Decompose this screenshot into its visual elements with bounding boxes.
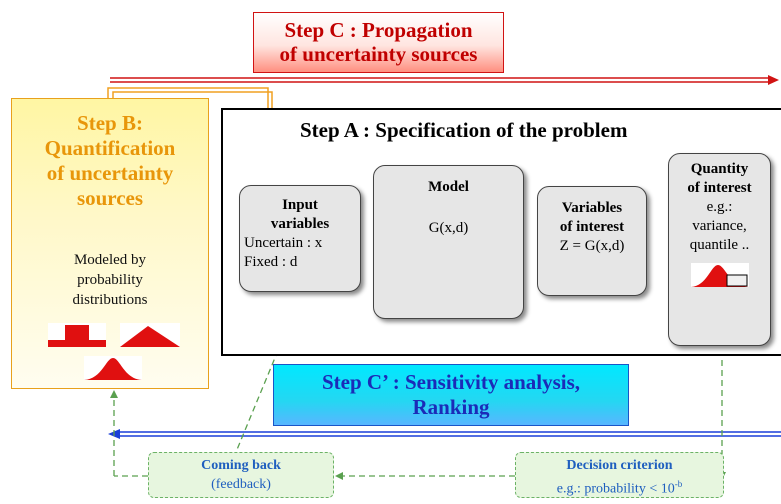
- sensitivity-arrow: [108, 429, 781, 439]
- step-c-prime-line2: Ranking: [412, 395, 490, 419]
- step-c-line2: of uncertainty sources: [279, 42, 478, 66]
- model-formula: G(x,d): [428, 220, 469, 236]
- decision-subtitle-text: e.g.: probability < 10: [556, 481, 675, 497]
- input-variables-card: Input variables Uncertain : x Fixed : d: [239, 185, 361, 292]
- voi-formula: Z = G(x,d): [559, 238, 625, 254]
- coming-back-title: Coming back: [201, 458, 281, 473]
- normal-distribution-icon: [84, 356, 142, 380]
- input-variables-title: Input: [282, 197, 318, 213]
- voi-title: of interest: [559, 219, 625, 235]
- step-b-description: Modeled by probability distributions: [12, 250, 208, 310]
- step-b-title: Step B: Quantification of uncertainty so…: [12, 111, 208, 211]
- tail-distribution-icon: [690, 263, 749, 287]
- step-c-banner: Step C : Propagation of uncertainty sour…: [253, 12, 504, 73]
- step-b-title-line: Step B:: [77, 111, 143, 135]
- model-title: Model: [428, 179, 469, 195]
- step-c-prime-line1: Step C’ : Sensitivity analysis,: [321, 370, 581, 394]
- variables-of-interest-card: Variables of interest Z = G(x,d): [537, 186, 647, 296]
- step-b-title-line: Quantification: [44, 136, 176, 160]
- step-b-desc-line: Modeled by: [73, 252, 147, 268]
- input-variables-title: variables: [270, 216, 330, 232]
- uniform-distribution-icon: [48, 323, 106, 347]
- qoi-title: Quantity: [690, 161, 749, 177]
- step-b-title-line: of uncertainty: [46, 161, 174, 185]
- decision-subtitle: e.g.: probability < 10-b: [516, 475, 723, 499]
- fixed-label: Fixed : d: [244, 254, 298, 270]
- step-b-panel: Step B: Quantification of uncertainty so…: [11, 98, 209, 389]
- step-b-title-line: sources: [76, 186, 144, 210]
- step-b-desc-line: probability: [77, 272, 143, 288]
- step-c-prime-banner: Step C’ : Sensitivity analysis, Ranking: [273, 364, 629, 426]
- qoi-example: e.g.:: [706, 199, 733, 215]
- coming-back-subtitle: (feedback): [211, 477, 271, 492]
- decision-exponent: -b: [674, 479, 683, 489]
- step-b-desc-line: distributions: [72, 292, 148, 308]
- uncertain-label: Uncertain : x: [244, 235, 323, 251]
- decision-criterion-box: Decision criterion e.g.: probability < 1…: [515, 452, 724, 498]
- qoi-example: quantile ..: [689, 237, 750, 253]
- voi-title: Variables: [561, 200, 623, 216]
- model-card: Model G(x,d): [373, 165, 524, 319]
- qoi-title: of interest: [687, 180, 752, 196]
- coming-back-box: Coming back (feedback): [148, 452, 334, 498]
- quantity-of-interest-card: Quantity of interest e.g.: variance, qua…: [668, 153, 771, 346]
- triangular-distribution-icon: [120, 323, 180, 347]
- decision-title: Decision criterion: [566, 458, 673, 473]
- propagation-arrow: [110, 75, 779, 85]
- qoi-example: variance,: [692, 218, 747, 234]
- step-a-title: Step A : Specification of the problem: [300, 118, 628, 142]
- step-c-line1: Step C : Propagation: [284, 18, 473, 42]
